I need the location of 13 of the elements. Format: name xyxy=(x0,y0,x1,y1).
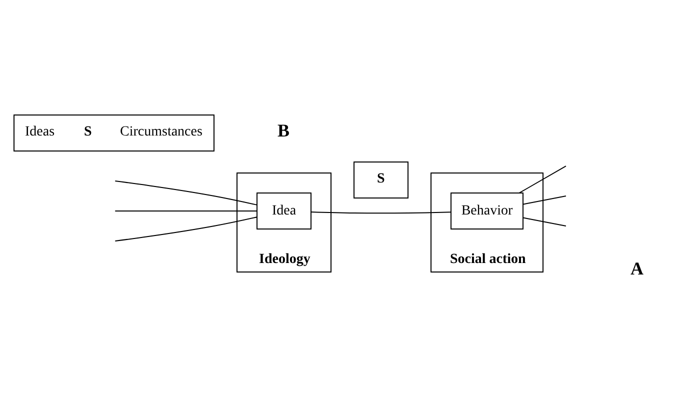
connector xyxy=(114,210,257,212)
label: B xyxy=(277,120,290,140)
node-box: S xyxy=(353,162,408,198)
label: A xyxy=(630,258,643,278)
connector xyxy=(522,196,566,205)
node-box: Behavior xyxy=(450,192,523,230)
connector xyxy=(114,180,257,206)
connector xyxy=(522,217,566,226)
node-box: Ideas S Circumstances xyxy=(13,114,214,152)
connector xyxy=(518,166,566,194)
node-box: Idea xyxy=(256,192,311,230)
connector xyxy=(310,211,451,214)
connector xyxy=(114,216,257,242)
